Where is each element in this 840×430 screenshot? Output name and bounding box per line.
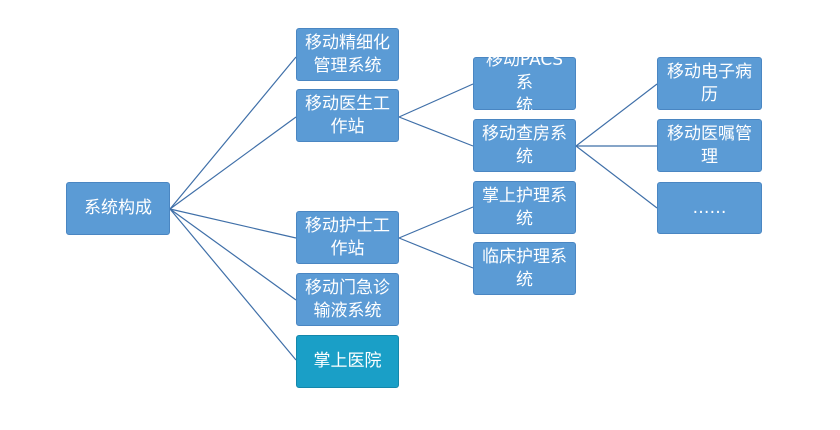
connector <box>398 206 474 239</box>
node-mobile-doctor-workstation: 移动医生工 作站 <box>296 89 399 142</box>
node-mobile-ward-round: 移动查房系 统 <box>473 119 576 172</box>
connector <box>398 116 474 147</box>
node-mobile-pacs: 移动PACS系 统 <box>473 50 576 116</box>
connector <box>575 83 658 147</box>
connector <box>169 208 297 301</box>
connector <box>169 116 297 210</box>
connector <box>398 83 474 118</box>
connector <box>169 56 297 210</box>
node-mobile-infusion-system: 移动门急诊 输液系统 <box>296 273 399 326</box>
node-mobile-nurse-workstation: 移动护士工 作站 <box>296 211 399 264</box>
node-mobile-order-management: 移动医嘱管 理 <box>657 119 762 172</box>
connector <box>169 208 297 239</box>
node-clinical-nursing: 临床护理系 统 <box>473 242 576 295</box>
connector <box>169 208 297 361</box>
node-mobile-fine-management: 移动精细化 管理系统 <box>296 28 399 81</box>
node-palm-hospital: 掌上医院 <box>296 335 399 388</box>
node-mobile-emr: 移动电子病 历 <box>657 57 762 110</box>
node-palm-nursing: 掌上护理系 统 <box>473 181 576 234</box>
node-more: …… <box>657 182 762 234</box>
node-system-composition: 系统构成 <box>66 182 170 235</box>
connector <box>398 237 474 269</box>
connector <box>575 145 658 209</box>
